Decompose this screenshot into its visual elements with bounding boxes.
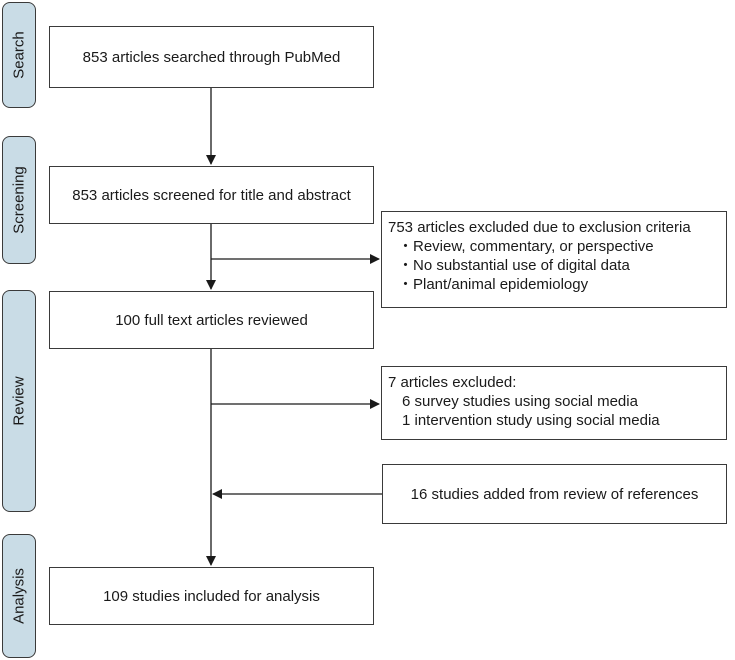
box-fulltext-text: 100 full text articles reviewed — [115, 311, 308, 329]
box-added-text: 16 studies added from review of referenc… — [410, 485, 699, 503]
box-added: 16 studies added from review of referenc… — [382, 464, 727, 524]
box-included: 109 studies included for analysis — [49, 567, 374, 625]
box-search-text: 853 articles searched through PubMed — [82, 48, 341, 66]
box-excluded-articles: 7 articles excluded: 6 survey studies us… — [381, 366, 727, 440]
stage-search: Search — [2, 2, 36, 108]
box-fulltext: 100 full text articles reviewed — [49, 291, 374, 349]
stage-screening: Screening — [2, 136, 36, 264]
excluded-criteria-item: ・Plant/animal epidemiology — [398, 276, 589, 293]
excluded-criteria-item: ・No substantial use of digital data — [398, 257, 630, 274]
box-excluded-criteria: 753 articles excluded due to exclusion c… — [381, 211, 727, 308]
stage-review: Review — [2, 290, 36, 512]
stage-analysis: Analysis — [2, 534, 36, 658]
excluded-articles-title: 7 articles excluded: — [388, 374, 517, 391]
excluded-criteria-title: 753 articles excluded due to exclusion c… — [388, 219, 691, 236]
excluded-articles-item: 1 intervention study using social media — [402, 412, 660, 429]
excluded-articles-item: 6 survey studies using social media — [402, 393, 638, 410]
box-included-text: 109 studies included for analysis — [103, 587, 320, 605]
excluded-criteria-item: ・Review, commentary, or perspective — [398, 238, 654, 255]
box-screening-text: 853 articles screened for title and abst… — [72, 186, 351, 204]
box-search: 853 articles searched through PubMed — [49, 26, 374, 88]
box-screening: 853 articles screened for title and abst… — [49, 166, 374, 224]
